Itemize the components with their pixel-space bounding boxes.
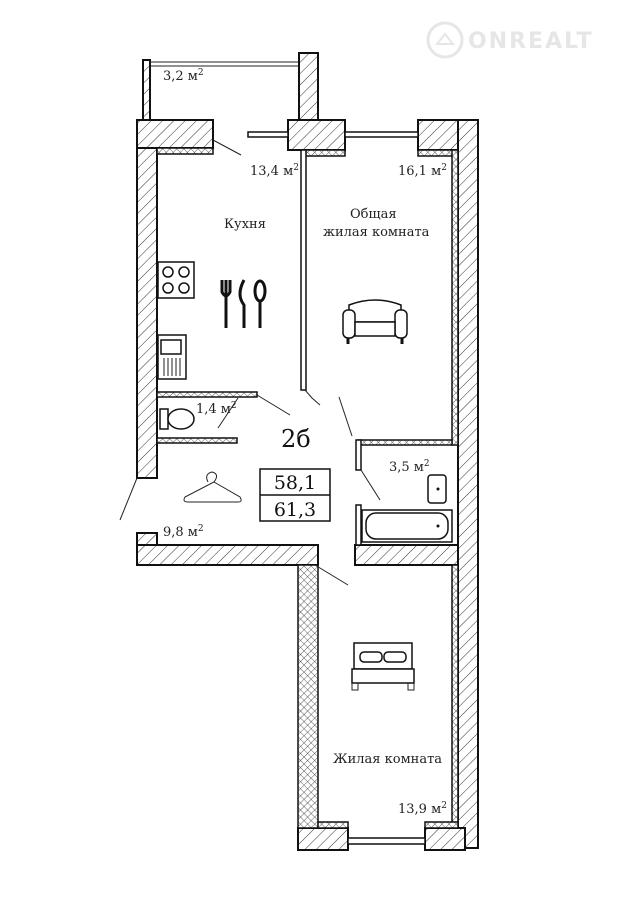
windows xyxy=(247,131,426,845)
bed-icon xyxy=(351,642,415,691)
bathroom-area: 3,5 м2 xyxy=(389,459,430,475)
kitchen-label: Кухня xyxy=(224,217,266,232)
total-area-value: 61,3 xyxy=(274,499,316,521)
living-room-label-1: Общая xyxy=(350,207,397,222)
living-room-area: 16,1 м2 xyxy=(398,163,447,179)
living-area-value: 58,1 xyxy=(274,472,316,494)
hall-area: 9,8 м2 xyxy=(163,524,204,540)
sofa-icon xyxy=(342,299,408,344)
door-swings xyxy=(119,139,381,586)
kitchen-area: 13,4 м2 xyxy=(250,163,299,179)
area-box: 58,1 61,3 xyxy=(259,468,331,522)
toilet-icon xyxy=(159,408,195,430)
watermark-text: ONREALT xyxy=(468,29,594,54)
living-room-label-2: жилая комната xyxy=(323,225,430,240)
balcony-area: 3,2 м2 xyxy=(163,68,204,84)
cutlery-icon xyxy=(220,279,267,328)
hanger-icon xyxy=(183,471,242,503)
washbasin-icon xyxy=(427,474,447,504)
balcony xyxy=(142,52,319,124)
bedroom-area: 13,9 м2 xyxy=(398,801,447,817)
apartment-type: 2б xyxy=(281,425,311,453)
watermark-logo: ONREALT xyxy=(426,21,594,59)
stove-icon xyxy=(157,261,195,299)
bathtub-icon xyxy=(361,509,453,543)
bedroom-label: Жилая комната xyxy=(333,752,442,767)
sink-icon xyxy=(157,334,187,380)
toilet-area: 1,4 м2 xyxy=(196,401,237,417)
